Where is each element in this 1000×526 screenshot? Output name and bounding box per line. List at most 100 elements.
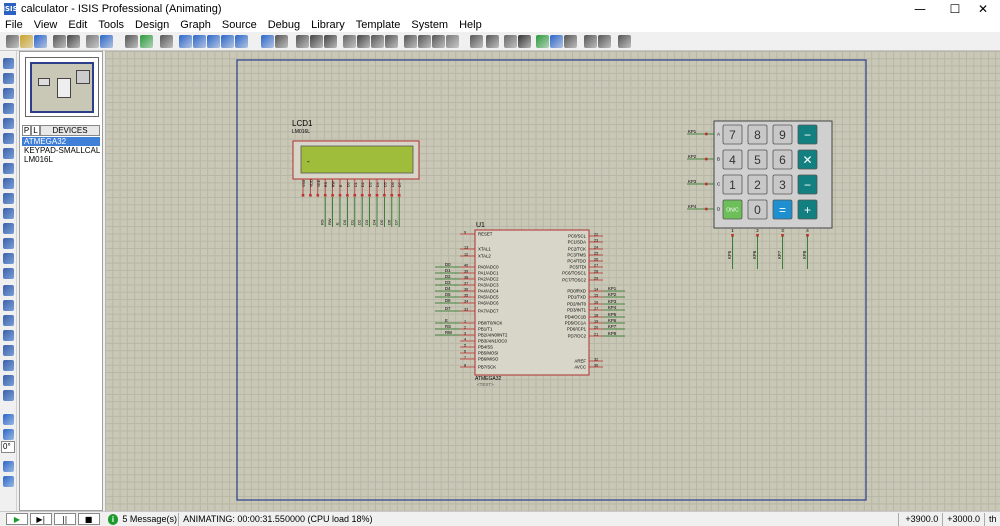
text-icon[interactable] <box>3 360 14 371</box>
text-script-icon[interactable] <box>3 118 14 129</box>
new-sheet-icon[interactable] <box>536 35 549 48</box>
package-icon[interactable] <box>432 35 445 48</box>
keypad-key[interactable]: − <box>797 174 818 195</box>
new-icon[interactable] <box>6 35 19 48</box>
menu-system[interactable]: System <box>411 18 449 31</box>
grid-icon[interactable] <box>140 35 153 48</box>
bus-icon[interactable] <box>3 133 14 144</box>
refresh-icon[interactable] <box>125 35 138 48</box>
keypad-key[interactable]: + <box>797 199 818 220</box>
keypad-key[interactable]: ON/C <box>722 199 743 220</box>
line-icon[interactable] <box>3 285 14 296</box>
arc-icon[interactable] <box>3 330 14 341</box>
marker-icon[interactable] <box>3 390 14 401</box>
close-button[interactable]: ✕ <box>977 1 989 16</box>
menu-edit[interactable]: Edit <box>68 18 88 31</box>
menu-source[interactable]: Source <box>221 18 257 31</box>
keypad-key[interactable]: 6 <box>772 149 793 170</box>
keypad-key[interactable]: 1 <box>722 174 743 195</box>
menu-graph[interactable]: Graph <box>180 18 211 31</box>
virtual-instrument-icon[interactable] <box>3 268 14 279</box>
device-item-keypad[interactable]: KEYPAD-SMALLCALC <box>24 146 100 155</box>
property-icon[interactable] <box>504 35 517 48</box>
device-item-lm016l[interactable]: LM016L <box>24 155 53 164</box>
export-icon[interactable] <box>67 35 80 48</box>
keypad-key[interactable]: 3 <box>772 174 793 195</box>
maximize-button[interactable]: ☐ <box>949 1 961 16</box>
print-icon[interactable] <box>86 35 99 48</box>
keypad-key[interactable]: 2 <box>747 174 768 195</box>
keypad-key[interactable]: ✕ <box>797 149 818 170</box>
remove-sheet-icon[interactable] <box>550 35 563 48</box>
block-move-icon[interactable] <box>357 35 370 48</box>
pick-icon[interactable] <box>404 35 417 48</box>
box-icon[interactable] <box>3 300 14 311</box>
mirror-x-icon[interactable] <box>3 461 14 472</box>
graph-icon[interactable] <box>3 193 14 204</box>
keypad-key[interactable]: 5 <box>747 149 768 170</box>
menu-view[interactable]: View <box>33 18 58 31</box>
circle-icon[interactable] <box>3 315 14 326</box>
library-button[interactable]: L <box>31 125 40 136</box>
wire-label-icon[interactable] <box>3 103 14 114</box>
save-icon[interactable] <box>34 35 47 48</box>
message-count[interactable]: 5 Message(s) <box>122 514 177 524</box>
menu-help[interactable]: Help <box>459 18 482 31</box>
block-copy-icon[interactable] <box>343 35 356 48</box>
erc-icon[interactable] <box>618 35 631 48</box>
keypad-key[interactable]: 9 <box>772 124 793 145</box>
junction-icon[interactable] <box>3 88 14 99</box>
mirror-y-icon[interactable] <box>3 476 14 487</box>
menu-library[interactable]: Library <box>311 18 345 31</box>
pick-device-button[interactable]: P <box>22 125 31 136</box>
menu-file[interactable]: File <box>5 18 23 31</box>
message-icon[interactable]: i <box>107 513 119 525</box>
rotate-cw-icon[interactable] <box>3 414 14 425</box>
search-icon[interactable] <box>486 35 499 48</box>
step-button[interactable]: ▶| <box>29 513 52 525</box>
keypad-key[interactable]: 8 <box>747 124 768 145</box>
pan-icon[interactable] <box>179 35 192 48</box>
keypad-key[interactable]: 0 <box>747 199 768 220</box>
rotation-input[interactable]: 0° <box>1 441 15 453</box>
decompose-icon[interactable] <box>446 35 459 48</box>
copy-icon[interactable] <box>310 35 323 48</box>
wire-autoroute-icon[interactable] <box>470 35 483 48</box>
make-device-icon[interactable] <box>418 35 431 48</box>
paste-icon[interactable] <box>324 35 337 48</box>
rotate-ccw-icon[interactable] <box>3 429 14 440</box>
cut-icon[interactable] <box>296 35 309 48</box>
component-icon[interactable] <box>3 73 14 84</box>
area-icon[interactable] <box>100 35 113 48</box>
subcircuit-icon[interactable] <box>3 148 14 159</box>
menu-template[interactable]: Template <box>355 18 401 31</box>
path-icon[interactable] <box>3 345 14 356</box>
undo-icon[interactable] <box>261 35 274 48</box>
redo-icon[interactable] <box>275 35 288 48</box>
design-explorer-icon[interactable] <box>518 35 531 48</box>
keypad-key[interactable]: 4 <box>722 149 743 170</box>
zoom-out-icon[interactable] <box>207 35 220 48</box>
bom-icon[interactable] <box>598 35 611 48</box>
pause-button[interactable]: || <box>53 513 76 525</box>
zoom-all-icon[interactable] <box>221 35 234 48</box>
symbol-icon[interactable] <box>3 375 14 386</box>
block-delete-icon[interactable] <box>385 35 398 48</box>
keypad-key[interactable]: − <box>797 124 818 145</box>
stop-button[interactable]: ■ <box>77 513 100 525</box>
voltage-probe-icon[interactable] <box>3 238 14 249</box>
device-item-atmega32[interactable]: ATMEGA32 <box>22 137 100 146</box>
netlist-icon[interactable] <box>584 35 597 48</box>
device-pin-icon[interactable] <box>3 178 14 189</box>
goto-sheet-icon[interactable] <box>564 35 577 48</box>
current-probe-icon[interactable] <box>3 253 14 264</box>
menu-tools[interactable]: Tools <box>98 18 125 31</box>
keypad-key[interactable]: = <box>772 199 793 220</box>
menu-design[interactable]: Design <box>135 18 170 31</box>
keypad-key[interactable]: 7 <box>722 124 743 145</box>
menu-debug[interactable]: Debug <box>267 18 301 31</box>
